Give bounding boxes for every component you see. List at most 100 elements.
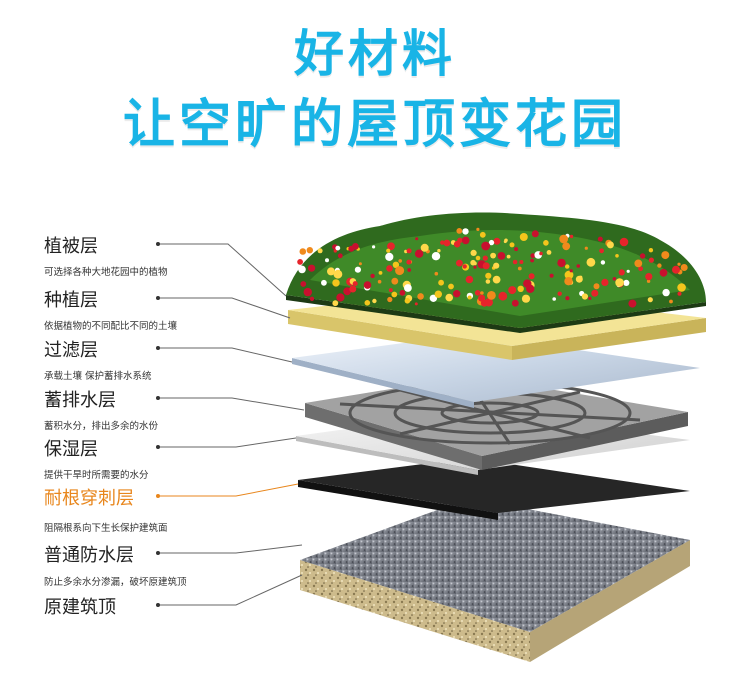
flower-dot (392, 261, 400, 268)
flower-dot (336, 293, 345, 302)
root-barrier-layer (298, 458, 690, 520)
flower-dot (576, 264, 581, 268)
flower-dot (487, 291, 496, 300)
flower-dot (453, 290, 461, 298)
flower-dot (445, 293, 454, 302)
flower-dot (473, 265, 477, 269)
layer-label-moisture: 保湿层 (44, 439, 98, 460)
flower-dot (306, 247, 313, 254)
title-line-1: 好材料 (294, 25, 456, 83)
flower-dot (386, 265, 393, 272)
flower-dot (429, 294, 438, 302)
flower-dot (467, 295, 472, 300)
flower-dot (618, 269, 625, 276)
flower-dot (461, 236, 470, 245)
flower-dot (504, 238, 508, 243)
flower-dot (584, 246, 588, 250)
flower-dot (597, 236, 603, 242)
flower-dot (562, 242, 571, 251)
flower-dot (337, 253, 343, 259)
flower-dot (498, 291, 508, 301)
flower-dot (398, 259, 403, 263)
flower-dot (586, 257, 596, 267)
flower-dot (333, 249, 337, 253)
flower-dot (639, 253, 646, 259)
flower-dot (453, 240, 461, 248)
flower-dot (508, 286, 517, 295)
flower-dot (470, 249, 477, 256)
flower-dot (386, 248, 391, 253)
flower-dot (506, 254, 511, 259)
flower-dot (530, 258, 534, 263)
flower-dot (358, 262, 362, 266)
flower-dot (680, 264, 688, 271)
flower-dot (462, 228, 469, 235)
flower-dot (297, 259, 303, 265)
flower-dot (482, 255, 488, 261)
flower-dot (354, 266, 361, 273)
layer-desc-drainage: 蓄积水分，排出多余的水份 (44, 421, 159, 432)
flower-dot (531, 230, 539, 238)
flower-dot (391, 277, 399, 285)
flower-dot (332, 300, 339, 307)
layer-label-roof: 原建筑顶 (44, 597, 116, 618)
flower-dot (303, 287, 312, 297)
flower-dot (517, 285, 524, 292)
flower-dot (470, 259, 476, 266)
flower-dot (648, 248, 654, 253)
flower-dot (352, 243, 359, 250)
flower-dot (600, 260, 606, 265)
flower-dot (588, 296, 592, 300)
flower-dot (662, 288, 670, 297)
flower-dot (462, 264, 467, 269)
flower-dot (332, 279, 340, 287)
flower-dot (634, 259, 643, 268)
layer-label-drainage: 蓄排水层 (44, 390, 116, 411)
flower-dot (479, 231, 486, 238)
flower-dot (478, 294, 486, 302)
flower-dot (549, 273, 554, 278)
flower-dot (480, 291, 484, 295)
flower-dot (623, 279, 630, 286)
flower-dot (404, 284, 412, 292)
flower-dot (579, 275, 583, 279)
flower-dot (647, 297, 653, 303)
flower-dot (511, 299, 519, 307)
layer-desc-vegetation: 可选择各种大地花园中的植物 (44, 267, 168, 278)
flower-dot (591, 289, 599, 297)
flower-dot (569, 234, 574, 239)
flower-dot (569, 269, 573, 273)
flower-dot (370, 273, 375, 279)
flower-dot (564, 277, 573, 286)
flower-dot (437, 249, 441, 253)
flower-dot (385, 252, 394, 261)
flower-dot (485, 279, 491, 284)
flower-dot (481, 241, 491, 251)
flower-dot (493, 262, 500, 269)
flower-dot (557, 291, 562, 296)
leader-lines (156, 242, 305, 607)
layer-desc-waterproof: 防止多余水分渗漏，破坏原建筑顶 (44, 577, 187, 588)
flower-dot (497, 252, 506, 260)
flower-dot (321, 279, 327, 286)
flower-dot (648, 257, 655, 263)
flower-dot (333, 269, 343, 279)
flower-dot (300, 281, 307, 287)
flower-dot (492, 275, 501, 284)
flower-dot (615, 254, 619, 258)
flower-dot (431, 252, 441, 261)
flower-dot (440, 240, 445, 245)
flower-dot (521, 294, 531, 303)
title-line-2: 让空旷的屋顶变花园 (122, 95, 627, 155)
flower-dot (512, 259, 518, 265)
flower-dot (448, 283, 454, 290)
layer-label-filter: 过滤层 (44, 340, 98, 361)
flower-dot (593, 283, 600, 290)
flower-dot (434, 290, 442, 298)
flower-dot (474, 290, 481, 296)
flower-dot (407, 268, 412, 272)
flower-dot (387, 296, 393, 303)
flower-dot (456, 228, 463, 234)
flower-dot (387, 242, 395, 251)
flower-dot (299, 248, 307, 255)
